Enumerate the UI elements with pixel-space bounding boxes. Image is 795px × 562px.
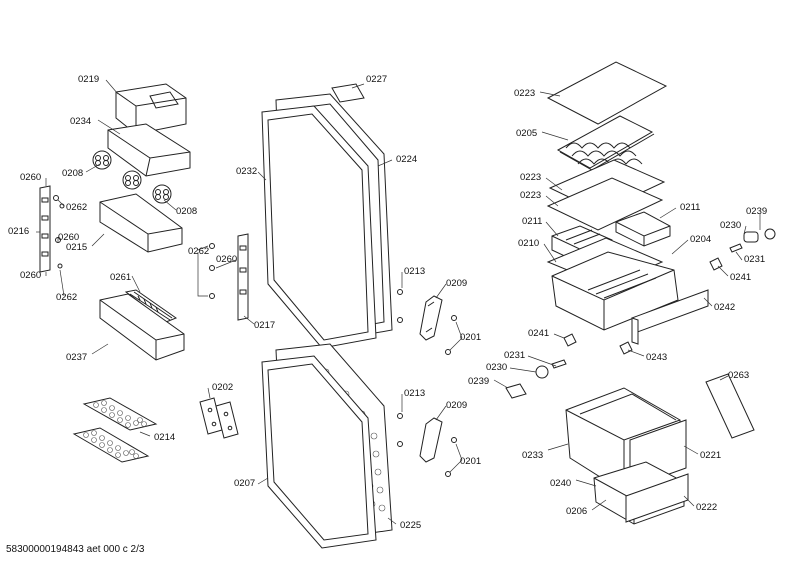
- label-0224: 0224: [396, 154, 417, 165]
- part-0243-clip: [619, 341, 633, 355]
- label-0260-top: 0260: [20, 172, 41, 183]
- label-0227: 0227: [366, 74, 387, 85]
- label-0211-right: 0211: [680, 202, 700, 213]
- label-0230-right: 0230: [720, 220, 741, 231]
- label-0262-top: 0262: [66, 202, 87, 213]
- part-0227-plate: [331, 83, 365, 103]
- label-0239-left: 0239: [468, 376, 489, 387]
- label-0230-left: 0230: [486, 362, 507, 373]
- part-0223-glass-shelf-top: [546, 61, 668, 125]
- label-0222: 0222: [696, 502, 717, 513]
- part-0215-shelf: [99, 193, 183, 253]
- part-0204-crisper: [551, 251, 679, 331]
- label-0205: 0205: [516, 128, 537, 139]
- label-0240: 0240: [550, 478, 571, 489]
- label-0231-left: 0231: [504, 350, 525, 361]
- label-0260-mid: 0260: [58, 232, 79, 243]
- part-screws-mid: [209, 243, 215, 299]
- part-0207-lower-gasket: [261, 355, 377, 549]
- label-0217: 0217: [254, 320, 275, 331]
- label-0223-low: 0223: [520, 190, 541, 201]
- part-0214-ice-tray-a: [82, 397, 158, 431]
- part-0234-shelf: [107, 123, 191, 177]
- part-0219-shelf: [115, 83, 187, 135]
- part-0208-egg-holder-b: [152, 184, 172, 204]
- label-0234: 0234: [70, 116, 91, 127]
- part-0232-upper-gasket: [261, 105, 377, 349]
- part-0209-handle-upper: [419, 295, 443, 341]
- label-0260-bottom: 0260: [20, 270, 41, 281]
- label-0263: 0263: [728, 370, 749, 381]
- part-0208-egg-holder-a: [92, 150, 142, 190]
- part-0201-caps: [445, 315, 457, 477]
- label-0206: 0206: [566, 506, 587, 517]
- label-0204: 0204: [690, 234, 711, 245]
- label-0213-upper: 0213: [404, 266, 425, 277]
- label-0207: 0207: [234, 478, 255, 489]
- part-0216-rail: [39, 185, 51, 273]
- label-0209-lower: 0209: [446, 400, 467, 411]
- label-0243: 0243: [646, 352, 667, 363]
- label-0242: 0242: [714, 302, 735, 313]
- part-0214-ice-tray-b: [72, 427, 150, 463]
- label-0241-left: 0241: [528, 328, 549, 339]
- part-0205-bottle-rack: [556, 115, 655, 171]
- label-0201-upper: 0201: [460, 332, 481, 343]
- label-0261: 0261: [110, 272, 131, 283]
- label-0241-right: 0241: [730, 272, 751, 283]
- label-0231-right: 0231: [744, 254, 765, 265]
- label-0223-top: 0223: [514, 88, 535, 99]
- label-0208-right: 0208: [176, 206, 197, 217]
- label-0202: 0202: [212, 382, 233, 393]
- part-0241-clips: [563, 257, 723, 347]
- label-0213-lower: 0213: [404, 388, 425, 399]
- part-0211-drawer-right: [615, 211, 671, 247]
- part-0209-handle-lower: [419, 417, 443, 463]
- label-0233: 0233: [522, 450, 543, 461]
- part-0263-plate: [705, 373, 755, 439]
- part-0242-front-panel: [631, 289, 709, 345]
- label-0223-mid: 0223: [520, 172, 541, 183]
- part-0202-hinge-covers: [199, 397, 239, 439]
- label-0262-bottom: 0262: [56, 292, 77, 303]
- part-0237-shelf: [99, 293, 185, 361]
- part-0223-glass-shelf-low: [546, 177, 664, 231]
- part-0230-0231-0239-fittings: [505, 228, 776, 399]
- document-footer-code: 58300000194843 aet 000 c 2/3: [6, 544, 145, 555]
- label-0214: 0214: [154, 432, 175, 443]
- label-0262-center: 0262: [188, 246, 209, 257]
- label-0237: 0237: [66, 352, 87, 363]
- label-0219: 0219: [78, 74, 99, 85]
- label-0260-center: 0260: [216, 254, 237, 265]
- label-0215: 0215: [66, 242, 87, 253]
- label-0232: 0232: [236, 166, 257, 177]
- label-0225: 0225: [400, 520, 421, 531]
- label-0210: 0210: [518, 238, 539, 249]
- leader-lines: [36, 79, 761, 525]
- part-labels: 0219 0234 0208 0208 0260 0262 0216 0260 …: [8, 74, 767, 531]
- label-0221: 0221: [700, 450, 721, 461]
- label-0211-left: 0211: [522, 216, 542, 227]
- label-0208-left: 0208: [62, 168, 83, 179]
- part-0217-rail: [237, 233, 249, 321]
- label-0201-lower: 0201: [460, 456, 481, 467]
- part-0213-screws: [397, 289, 403, 447]
- label-0239-right: 0239: [746, 206, 767, 217]
- label-0216: 0216: [8, 226, 29, 237]
- label-0209-upper: 0209: [446, 278, 467, 289]
